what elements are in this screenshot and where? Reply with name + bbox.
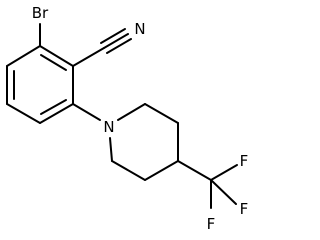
bond-c1-c2	[39, 45, 74, 67]
bond-cf3-f1	[210, 164, 238, 181]
nitrile-nitrogen-label: N	[134, 20, 145, 38]
structure-diagram: Br N N F F F	[6, 4, 249, 233]
triple-bond-line-1	[103, 33, 129, 49]
triple-bond-line-3	[106, 38, 132, 54]
bond-c6p-n	[109, 137, 113, 162]
triple-bond-line-2	[100, 28, 126, 44]
bond-cf3-f2	[210, 179, 237, 205]
bond-inner-c1-c2	[40, 54, 67, 71]
bond-inner-c3-c4	[40, 99, 67, 115]
fluorine-label-1: F	[240, 152, 249, 170]
bond-c2p-c3p	[144, 103, 179, 124]
bond-c2-cn	[72, 47, 105, 67]
fluorine-label-3: F	[207, 215, 216, 233]
piperidine-nitrogen-label: N	[103, 118, 114, 136]
bromine-label: Br	[32, 4, 49, 22]
bond-n-c2p	[117, 103, 146, 121]
nitrile-group	[72, 28, 132, 67]
bond-c3-n	[72, 103, 101, 121]
trifluoromethyl-group	[177, 160, 238, 209]
fluorine-label-2: F	[240, 200, 249, 218]
benzene-ring	[6, 45, 74, 124]
bond-c6-c1	[6, 45, 41, 67]
bond-c4-c5	[6, 103, 41, 124]
bond-c4p-cf3	[177, 160, 212, 181]
bond-c5p-c6p	[111, 160, 146, 181]
piperidine-ring	[109, 103, 179, 181]
bond-c4p-c5p	[144, 160, 179, 181]
bond-c3-c4	[39, 103, 74, 124]
